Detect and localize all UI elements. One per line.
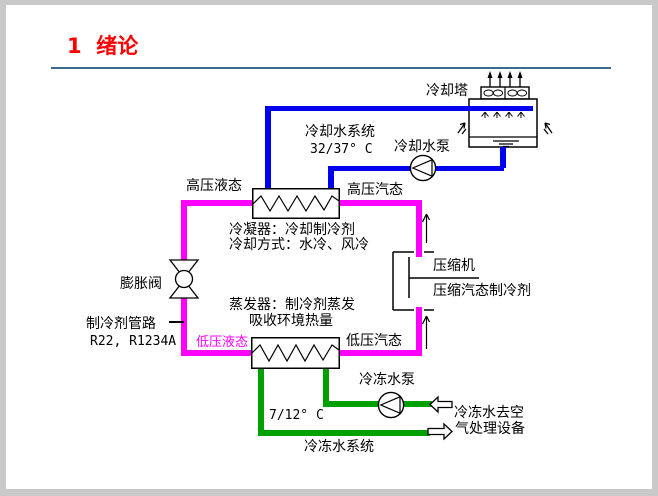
cooling-tower-label: 冷却塔 xyxy=(426,83,468,99)
lp-liquid-label: 低压液态 xyxy=(196,335,249,350)
pipe-compressor-discharge-vertical xyxy=(416,200,422,257)
air-intake-arrows xyxy=(457,122,553,135)
chilled-dest-line1: 冷冻水去空 xyxy=(454,405,524,421)
pipe-tower-outlet-vertical xyxy=(500,147,506,168)
chilled-water-pump-label: 冷冻水泵 xyxy=(359,372,415,388)
lp-vapor-label: 低压汽态 xyxy=(346,333,402,349)
condenser-icon xyxy=(252,188,340,219)
evaporator-desc-line2: 吸收环境热量 xyxy=(249,313,333,329)
flow-arrow-up-discharge xyxy=(421,213,431,243)
chilled-water-pump-icon xyxy=(377,391,405,419)
hp-vapor-label: 高压汽态 xyxy=(347,182,403,198)
pipe-chilled-supply-vertical xyxy=(258,368,264,436)
refrigerant-pipe-leader-line xyxy=(169,321,184,323)
refrigerant-types: R22, R1234A xyxy=(90,334,177,349)
compressor-icon xyxy=(392,251,479,311)
pipe-hp-vapor-horizontal xyxy=(339,200,422,206)
pipe-condenser-to-tower-horizontal xyxy=(265,106,533,111)
compressor-label: 压缩机 xyxy=(433,258,475,274)
evaporator-desc-line1: 蒸发器：制冷剂蒸发 xyxy=(229,297,355,313)
cooling-water-pump-icon xyxy=(409,154,437,182)
expansion-valve-label: 膨胀阀 xyxy=(120,276,162,292)
title-underline xyxy=(51,67,611,69)
pipe-compressor-suction-vertical xyxy=(416,307,422,353)
pipe-lp-liquid-horizontal xyxy=(181,350,252,356)
pipe-hp-liquid-horizontal xyxy=(181,200,253,206)
condenser-desc-line1: 冷凝器：冷却制冷剂 xyxy=(229,222,355,238)
chilled-dest-line2: 气处理设备 xyxy=(455,421,525,437)
compressor-desc: 压缩汽态制冷剂 xyxy=(433,283,531,299)
chilled-water-temp: 7/12° C xyxy=(269,408,324,423)
cooling-water-system-label: 冷却水系统 xyxy=(305,124,375,140)
pipe-lp-vapor-horizontal xyxy=(339,350,422,356)
slide: 1 绪论 xyxy=(6,5,652,489)
chilled-water-system-label: 冷冻水系统 xyxy=(304,439,374,455)
pipe-pump-to-condenser-vertical xyxy=(328,166,334,190)
pipe-chilled-supply-horizontal xyxy=(258,430,430,436)
hp-liquid-label: 高压液态 xyxy=(186,178,242,194)
refrigerant-pipe-label: 制冷剂管路 xyxy=(86,316,156,332)
return-from-ahu-arrow xyxy=(429,395,453,414)
flow-arrow-up-suction xyxy=(421,315,431,349)
pipe-chilled-return-vertical xyxy=(323,368,329,407)
supply-to-ahu-arrow xyxy=(427,422,453,441)
cooling-water-pump-label: 冷却水泵 xyxy=(394,139,450,155)
cooling-water-temp: 32/37° C xyxy=(310,142,373,157)
evaporator-icon xyxy=(251,337,340,369)
pipe-condenser-to-tower-vertical xyxy=(265,108,271,190)
condenser-desc-line2: 冷却方式：水冷、风冷 xyxy=(229,237,369,253)
pipe-chilled-return-horizontal xyxy=(323,401,432,407)
page-title: 1 绪论 xyxy=(67,34,139,58)
expansion-valve-icon xyxy=(168,259,200,299)
